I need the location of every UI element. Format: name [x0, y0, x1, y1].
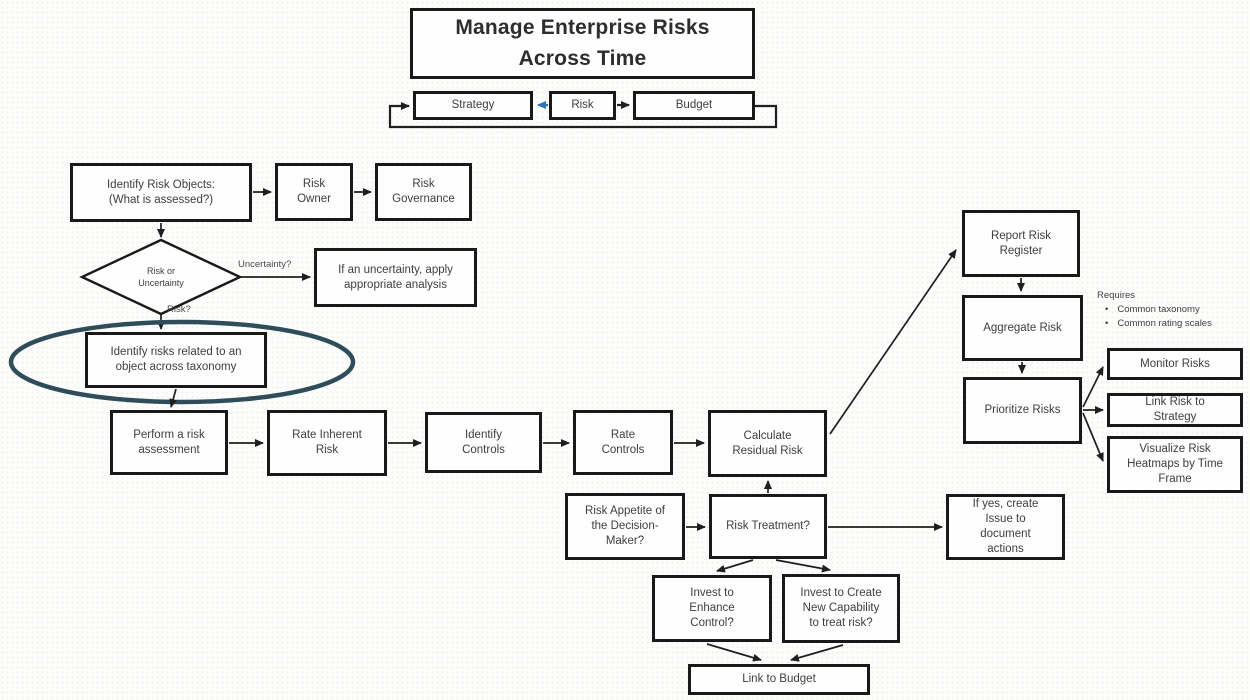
node-identify-risk-objects: Identify Risk Objects: (What is assessed… [70, 163, 252, 222]
node-risk: Risk [549, 91, 616, 120]
node-risk-owner: Risk Owner [275, 163, 353, 221]
node-risk-treatment: Risk Treatment? [709, 494, 827, 559]
node-aggregate-risk: Aggregate Risk [962, 295, 1083, 361]
arrow-treatment-to-capability [775, 559, 831, 573]
node-prioritize-risks: Prioritize Risks [963, 377, 1082, 444]
node-risk-governance: Risk Governance [375, 163, 472, 221]
edge-label-uncertainty: Uncertainty? [238, 259, 292, 270]
decision-diamond-shape [79, 238, 243, 316]
node-link-risk-to-strategy: Link Risk to Strategy [1107, 393, 1243, 427]
title-box: Manage Enterprise Risks Across Time [410, 8, 755, 79]
arrow-enhance-to-budget [706, 643, 762, 662]
node-invest-enhance-control: Invest to Enhance Control? [652, 575, 772, 642]
bullet-icon: • [1105, 303, 1109, 315]
arrow-treatment-to-enhance [716, 559, 754, 573]
note-requires-item: •Common rating scales [1105, 317, 1212, 329]
node-calculate-residual-risk: Calculate Residual Risk [708, 410, 827, 477]
note-requires-title: Requires [1097, 290, 1136, 301]
node-rate-inherent-risk: Rate Inherent Risk [267, 410, 387, 476]
arrow-residual-to-report [829, 249, 957, 435]
node-perform-assessment: Perform a risk assessment [110, 410, 228, 475]
arrow-capability-to-budget [790, 644, 844, 662]
node-budget: Budget [633, 91, 755, 120]
node-rate-controls: Rate Controls [573, 410, 673, 475]
note-requires-item: •Common taxonomy [1105, 303, 1200, 315]
arrow-taxonomy-to-assessment [169, 388, 177, 408]
loop-budget-to-strategy [388, 102, 778, 129]
node-uncertainty-analysis: If an uncertainty, apply appropriate ana… [314, 248, 477, 307]
node-if-yes-issue: If yes, create Issue to document actions [946, 494, 1065, 560]
node-identify-risks-taxonomy: Identify risks related to an object acro… [85, 332, 267, 388]
node-monitor-risks: Monitor Risks [1107, 348, 1243, 380]
node-risk-appetite: Risk Appetite of the Decision- Maker? [565, 493, 685, 560]
node-decision-diamond-label: Risk or Uncertainty [138, 265, 184, 288]
note-requires: Requires •Common taxonomy •Common rating… [1097, 289, 1237, 330]
highlight-ellipse [8, 319, 356, 405]
bullet-icon: • [1105, 317, 1109, 329]
node-strategy: Strategy [413, 91, 533, 120]
node-visualize-heatmaps: Visualize Risk Heatmaps by Time Frame [1107, 436, 1243, 493]
edge-label-risk: Risk? [167, 304, 191, 315]
node-invest-new-capability: Invest to Create New Capability to treat… [782, 574, 900, 643]
node-link-to-budget: Link to Budget [688, 664, 870, 695]
node-identify-controls: Identify Controls [425, 412, 542, 473]
node-report-risk-register: Report Risk Register [962, 210, 1080, 277]
arrow-prioritize-to-monitor [1082, 366, 1104, 408]
arrow-prioritize-to-visualize [1082, 412, 1104, 462]
